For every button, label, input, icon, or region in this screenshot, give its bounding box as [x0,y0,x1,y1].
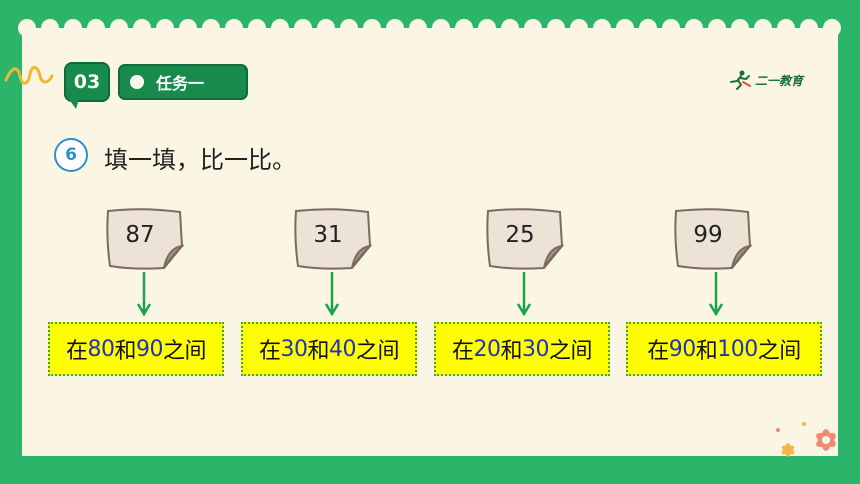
scallop-edge [432,19,450,37]
answer-lower-bound: 80 [87,336,115,362]
scallop-edge [133,19,151,37]
scallop-edge [41,19,59,37]
number-card: 87 [104,208,185,270]
scallop-edge [64,19,82,37]
scallop-edge [317,19,335,37]
scallop-edge [340,19,358,37]
badge-tail [66,95,80,109]
scallop-edge [363,19,381,37]
answer-lower-bound: 30 [280,336,308,362]
number-card: 99 [672,208,753,270]
scallop-edge [271,19,289,37]
card-number: 25 [505,222,535,248]
scallop-edge [179,19,197,37]
card-number: 99 [693,222,723,248]
scallop-edge [593,19,611,37]
scallop-edge [777,19,795,37]
answer-text: 之间 [356,339,400,364]
answer-text: 和 [695,339,718,364]
scallop-edge [754,19,772,37]
arrow-down-icon [516,272,532,316]
card-number: 31 [313,222,343,248]
flower-decoration-icon [776,422,836,457]
paper-card-icon [294,208,373,270]
scallop-edge [455,19,473,37]
scallop-edge [570,19,588,37]
answer-text: 在 [258,339,281,364]
scallop-edge [800,19,818,37]
runner-logo-icon [730,70,751,90]
answer-text: 在 [451,339,474,364]
answer-upper-bound: 30 [522,336,550,362]
scallop-edge [87,19,105,37]
scallop-edge [225,19,243,37]
answer-upper-bound: 90 [136,336,164,362]
scallop-edge [547,19,565,37]
question-number-circle: 6 [54,138,88,172]
answer-text: 在 [65,339,88,364]
bullet-dot-icon [130,75,144,89]
logo-text: 二一教育 [755,73,804,88]
paper-card-icon [674,208,753,270]
scallop-edge [685,19,703,37]
scallop-edge [18,19,36,37]
scallop-edge [662,19,680,37]
scallop-edge [478,19,496,37]
paper-card-icon [106,208,185,270]
arrow-down-icon [324,272,340,316]
paper-card-icon [486,208,565,270]
squiggle-decoration-icon [4,66,54,85]
scallop-edge [524,19,542,37]
answer-upper-bound: 100 [717,336,758,362]
scallop-edge [501,19,519,37]
answer-text: 和 [307,339,329,364]
card-number: 87 [125,222,155,248]
scallop-edge [616,19,634,37]
scallop-edge [294,19,312,37]
task-label: 任务一 [156,74,205,93]
scallop-edge [731,19,749,37]
arrow-down-icon [136,272,152,316]
scallop-edge [248,19,266,37]
answer-text: 之间 [549,339,593,364]
number-card: 25 [484,208,565,270]
scallop-edge [156,19,174,37]
answer-text: 之间 [163,339,207,364]
answer-text: 之间 [757,339,802,364]
question-instruction: 填一填，比一比。 [104,146,296,174]
answer-text: 和 [500,339,522,364]
answer-text: 和 [114,339,136,364]
brand-logo: 二一教育 [728,70,803,90]
scallop-edge [110,19,128,37]
scallop-edge [386,19,404,37]
answer-upper-bound: 40 [329,336,357,362]
task-label-pill: 任务一 [118,64,248,100]
scallop-edge [639,19,657,37]
scallop-edge [202,19,220,37]
answer-lower-bound: 90 [668,336,697,362]
answer-lower-bound: 20 [473,336,501,362]
scallop-edge [409,19,427,37]
answer-text: 在 [647,339,669,364]
scallop-edge [823,19,841,37]
number-card: 31 [292,208,373,270]
arrow-down-icon [708,272,724,316]
scallop-edge [708,19,726,37]
